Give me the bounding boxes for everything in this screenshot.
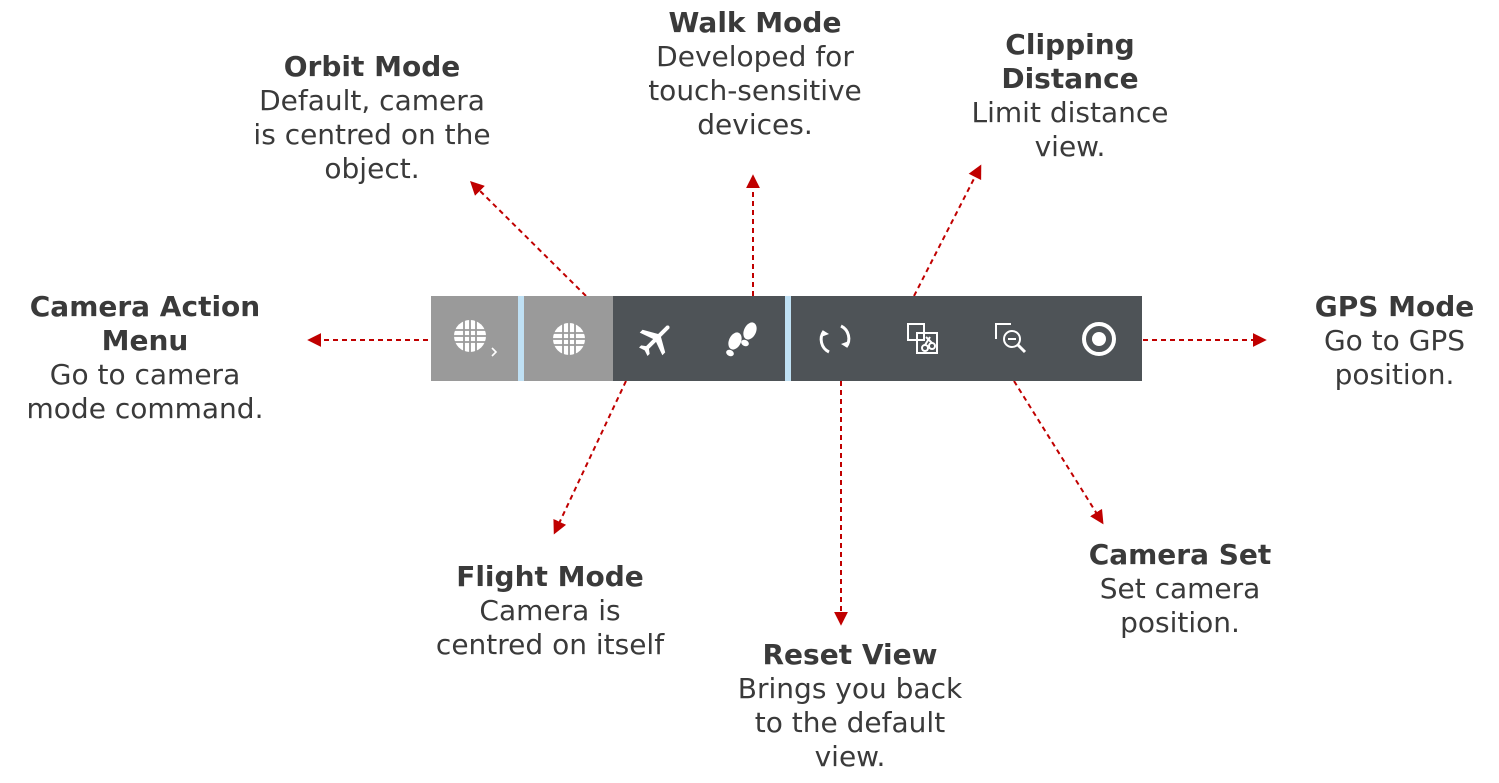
callout-title: Walk Mode bbox=[668, 6, 842, 39]
arrow-orbit-mode bbox=[470, 181, 587, 297]
flight-mode-button[interactable] bbox=[613, 296, 699, 381]
callout-description: Camera is centred on itself bbox=[435, 594, 665, 661]
clipping-icon bbox=[907, 322, 938, 354]
callout-description: Go to camera mode command. bbox=[26, 358, 264, 425]
camera-set-button[interactable] bbox=[967, 296, 1055, 381]
callout-walk-mode: Walk Mode Developed for touch-sensitive … bbox=[590, 6, 920, 142]
globe-icon bbox=[552, 322, 585, 355]
callout-description: Brings you back to the default view. bbox=[737, 672, 963, 773]
reset-view-button[interactable] bbox=[791, 296, 879, 381]
globe-chevron-icon bbox=[453, 319, 497, 357]
callout-gps-mode: GPS Mode Go to GPS position. bbox=[1290, 290, 1499, 392]
toolbar-separator bbox=[518, 296, 524, 381]
callout-description: Set camera position. bbox=[1099, 572, 1261, 639]
orbit-mode-button[interactable] bbox=[524, 296, 613, 381]
toolbar-dark-segment-1 bbox=[613, 296, 785, 381]
callout-clipping-distance: Clipping Distance Limit distance view. bbox=[930, 28, 1210, 164]
callout-description: Go to GPS position. bbox=[1323, 324, 1466, 391]
walk-mode-button[interactable] bbox=[699, 296, 785, 381]
callout-title: Clipping Distance bbox=[1001, 28, 1139, 95]
callout-title: Orbit Mode bbox=[283, 50, 461, 83]
callout-title: Flight Mode bbox=[456, 560, 644, 593]
callout-camera-set: Camera Set Set camera position. bbox=[1030, 538, 1330, 640]
arrow-flight-mode bbox=[553, 380, 627, 535]
callout-orbit-mode: Orbit Mode Default, camera is centred on… bbox=[222, 50, 522, 186]
callout-title: GPS Mode bbox=[1314, 290, 1475, 323]
callout-title: Reset View bbox=[762, 638, 938, 671]
callout-description: Limit distance view. bbox=[971, 96, 1169, 163]
airplane-icon bbox=[639, 324, 670, 356]
clipping-distance-button[interactable] bbox=[879, 296, 967, 381]
callout-flight-mode: Flight Mode Camera is centred on itself bbox=[400, 560, 700, 662]
callout-description: Default, camera is centred on the object… bbox=[253, 84, 491, 185]
callout-title: Camera Action Menu bbox=[29, 290, 261, 357]
rotate-icon bbox=[819, 324, 851, 353]
callout-description: Developed for touch-sensitive devices. bbox=[648, 40, 862, 141]
camera-toolbar bbox=[431, 296, 1142, 381]
target-icon bbox=[1081, 321, 1116, 356]
toolbar-separator bbox=[785, 296, 791, 381]
gps-mode-button[interactable] bbox=[1055, 296, 1142, 381]
callout-reset-view: Reset View Brings you back to the defaul… bbox=[700, 638, 1000, 774]
zoom-frame-icon bbox=[995, 322, 1027, 353]
footprints-icon bbox=[726, 321, 757, 356]
arrow-camera-set bbox=[1013, 380, 1104, 525]
arrow-clipping-distance bbox=[913, 164, 982, 297]
callout-camera-action-menu: Camera Action Menu Go to camera mode com… bbox=[0, 290, 290, 426]
camera-action-menu-button[interactable] bbox=[431, 296, 518, 381]
callout-title: Camera Set bbox=[1088, 538, 1272, 571]
